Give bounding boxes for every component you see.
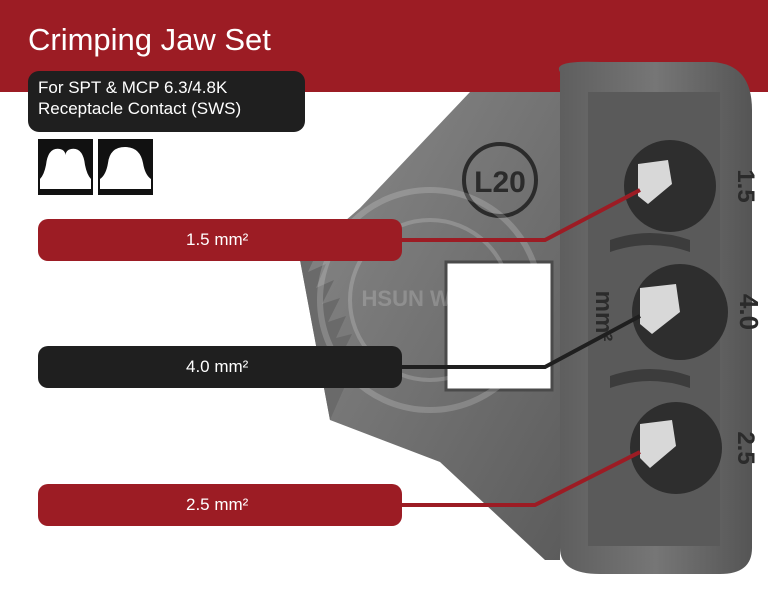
cavity-stamp-4-0: 4.0 [734, 294, 764, 330]
subtitle-box: For SPT & MCP 6.3/4.8K Receptacle Contac… [28, 71, 305, 132]
subtitle-line-2: Receptacle Contact (SWS) [38, 99, 242, 118]
callout-1-5: 1.5 mm² [38, 219, 402, 261]
cavity-4-0 [632, 264, 728, 360]
subtitle-line-1: For SPT & MCP 6.3/4.8K [38, 78, 228, 97]
cavity-2-5 [630, 402, 722, 494]
unit-stamp: mm² [590, 291, 617, 342]
svg-text:HSUN WANG: HSUN WANG [362, 286, 499, 311]
svg-text:L20: L20 [474, 166, 526, 199]
page-title: Crimping Jaw Set [28, 22, 271, 57]
callout-4-0: 4.0 mm² [38, 346, 402, 388]
cavity-stamp-1-5: 1.5 [732, 169, 759, 202]
cavity-1-5 [624, 140, 716, 232]
callout-2-5: 2.5 mm² [38, 484, 402, 526]
cavity-stamp-2-5: 2.5 [732, 431, 759, 464]
crimp-profile-double-icon [38, 139, 93, 195]
crimp-profile-single-icon [98, 139, 153, 195]
